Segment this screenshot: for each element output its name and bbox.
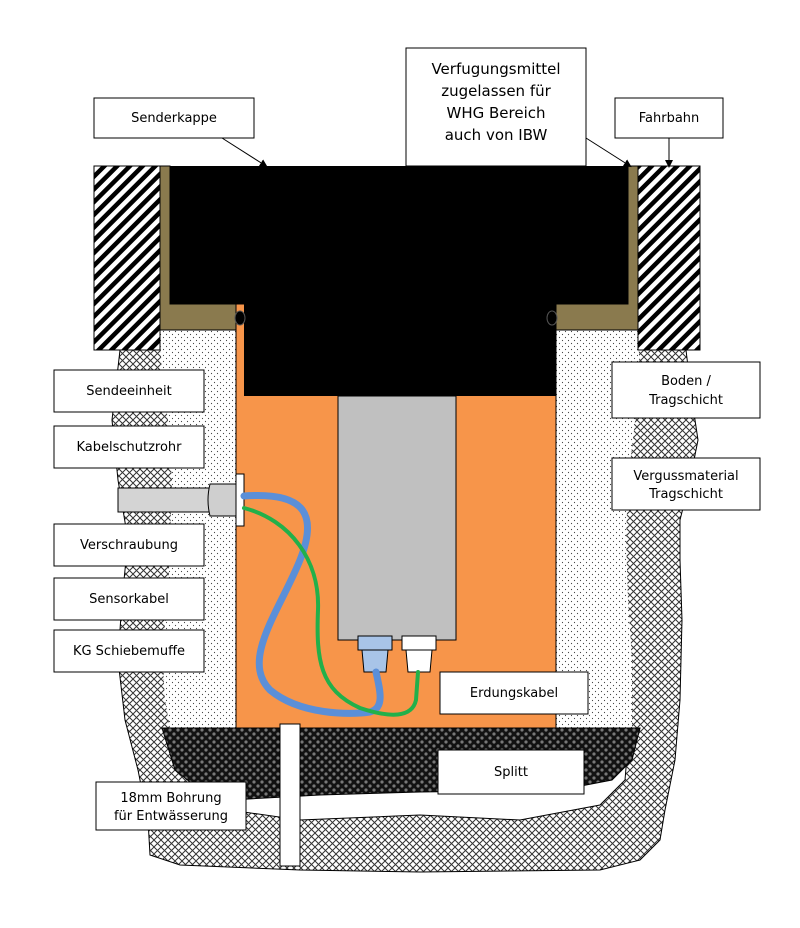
drainage-bore (279, 723, 301, 867)
label-senderkappe: Senderkappe (93, 97, 255, 139)
fill-material-right (556, 330, 640, 728)
label-kg-schiebemuffe-text: KG Schiebemuffe (73, 644, 185, 659)
label-kabelschutzrohr: Kabelschutzrohr (53, 425, 205, 469)
label-verschraubung-text: Verschraubung (80, 538, 178, 553)
label-sensorkabel-text: Sensorkabel (89, 592, 169, 607)
label-splitt-text: Splitt (494, 765, 528, 780)
cable-protection-pipe (117, 487, 211, 513)
label-sendeeinheit-text: Sendeeinheit (86, 384, 172, 399)
label-splitt: Splitt (437, 749, 585, 795)
label-erdungskabel-text: Erdungskabel (470, 686, 558, 701)
gland-blue (361, 649, 389, 673)
arrow-senderkappe (221, 137, 268, 168)
label-boden-line1: Boden / (661, 374, 711, 389)
road-surface-left (93, 165, 161, 351)
gland-blue-nut (357, 635, 393, 651)
label-verguss-line1: Vergussmaterial (633, 469, 738, 484)
label-verfugung-line2: zugelassen für (441, 82, 551, 100)
label-sensorkabel: Sensorkabel (53, 577, 205, 621)
road-surface-right (637, 165, 701, 351)
label-verfugung-line1: Verfugungsmittel (431, 60, 560, 78)
seal-right (546, 310, 558, 326)
sensor-body (337, 395, 457, 641)
gland-white-nut (401, 635, 437, 651)
label-verfugung-line3: WHG Bereich (446, 104, 545, 122)
label-kg-schiebemuffe: KG Schiebemuffe (53, 629, 205, 673)
label-verschraubung: Verschraubung (53, 523, 205, 567)
label-fahrbahn-text: Fahrbahn (639, 111, 700, 126)
label-kabelschutzrohr-text: Kabelschutzrohr (76, 440, 182, 455)
label-bohrung-line2: für Entwässerung (114, 809, 228, 824)
label-erdungskabel: Erdungskabel (439, 671, 589, 715)
gland-white (405, 649, 433, 673)
label-senderkappe-text: Senderkappe (131, 111, 217, 126)
label-fahrbahn: Fahrbahn (614, 97, 724, 139)
label-sendeeinheit: Sendeeinheit (53, 369, 205, 413)
label-verguss-line2: Tragschicht (648, 487, 723, 502)
screw-fitting (235, 473, 245, 527)
label-verfugung-line4: auch von IBW (445, 126, 548, 144)
label-bohrung: 18mm Bohrung für Entwässerung (95, 781, 247, 831)
ground-cable (242, 506, 420, 717)
arrow-verfugung (585, 137, 632, 168)
label-vergussmaterial: Vergussmaterial Tragschicht (611, 457, 761, 511)
label-bohrung-line1: 18mm Bohrung (120, 791, 221, 806)
pipe-fitting (207, 483, 237, 517)
label-boden-line2: Tragschicht (648, 393, 723, 408)
label-verfugungsmittel: Verfugungsmittel zugelassen für WHG Bere… (405, 47, 587, 167)
label-boden: Boden / Tragschicht (611, 361, 761, 419)
sender-cap (170, 166, 628, 396)
seal-left (234, 310, 246, 326)
